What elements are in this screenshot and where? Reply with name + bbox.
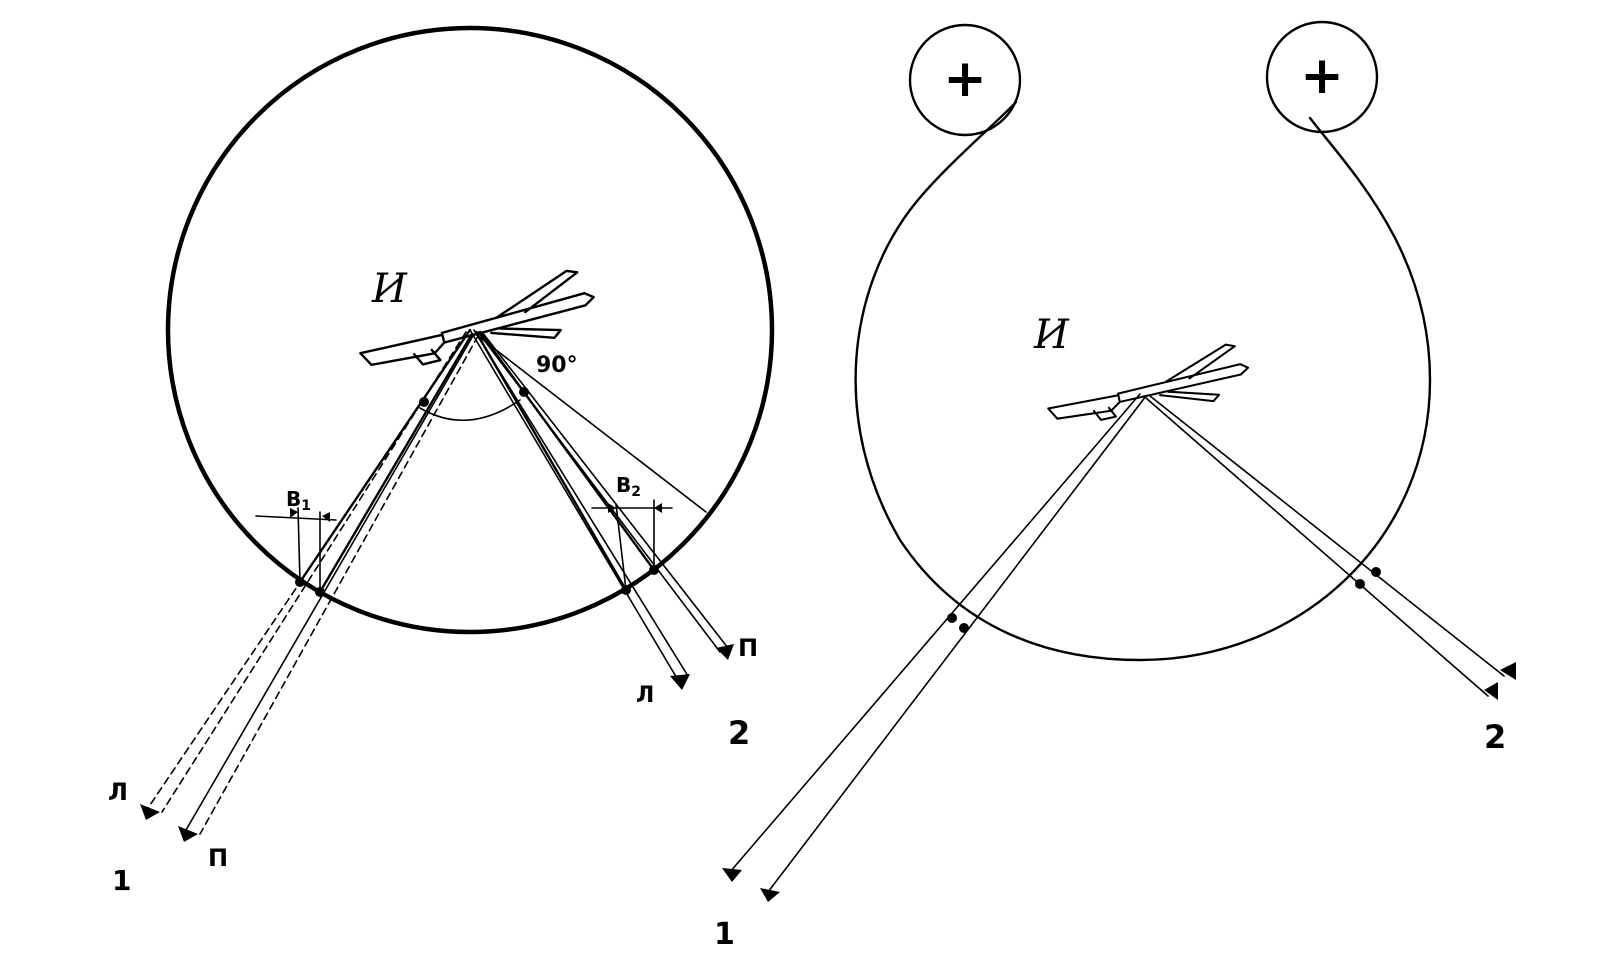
right-turn-path: [854, 100, 1432, 662]
right-aircraft-label: И: [1033, 312, 1070, 358]
left-beam-2: [469, 329, 734, 690]
left-roll-symbol: +: [943, 49, 987, 109]
beam-1-width-marker: [255, 507, 337, 593]
beam-2-left-arrow-icon: [670, 674, 690, 690]
left-turn-diagram: И 90° B1 B2 Л П Л П 1 2: [108, 25, 775, 897]
beam-2-right-arrow-icon: [716, 644, 734, 660]
angle-arc: [419, 399, 521, 422]
right-aircraft-icon: [1047, 343, 1250, 421]
left-aircraft-icon: [359, 269, 595, 367]
right-beam-2: [1145, 395, 1516, 700]
beam-2-right-label: П: [738, 634, 758, 662]
beam-1-right-label: П: [208, 844, 228, 872]
beam-1-width-label: B1: [286, 487, 311, 514]
left-beam-1-number: 1: [112, 864, 131, 897]
right-turn-diagram: + +: [714, 20, 1516, 952]
beam-2-left-label: Л: [636, 683, 654, 708]
right-beam-2-number: 2: [1484, 718, 1506, 756]
right-beam-2-lower-arrow-icon: [1484, 682, 1498, 700]
left-beam-2-number: 2: [728, 714, 750, 752]
right-roll-symbol: +: [1300, 46, 1344, 106]
left-aircraft-label: И: [371, 266, 408, 312]
right-beam-1: [722, 393, 1147, 902]
left-roll-marker: +: [908, 23, 1022, 137]
beam-1-left-label: Л: [108, 778, 128, 806]
right-beam-1-right-arrow-icon: [760, 888, 780, 902]
angle-label: 90°: [536, 353, 578, 378]
right-beam-1-number: 1: [714, 917, 735, 952]
right-beam-1-left-arrow-icon: [722, 868, 742, 882]
perpendicular-line: [477, 335, 707, 513]
right-beam-2-upper-arrow-icon: [1500, 662, 1516, 680]
beam-2-width-label: B2: [616, 473, 641, 500]
left-turn-circle: [165, 25, 775, 635]
beam-2-width-marker: [591, 499, 673, 591]
left-beam-1: [140, 328, 479, 842]
beam-1-right-arrow-icon: [178, 826, 198, 842]
right-roll-marker: +: [1265, 20, 1379, 134]
beam-1-left-arrow-icon: [140, 804, 160, 820]
